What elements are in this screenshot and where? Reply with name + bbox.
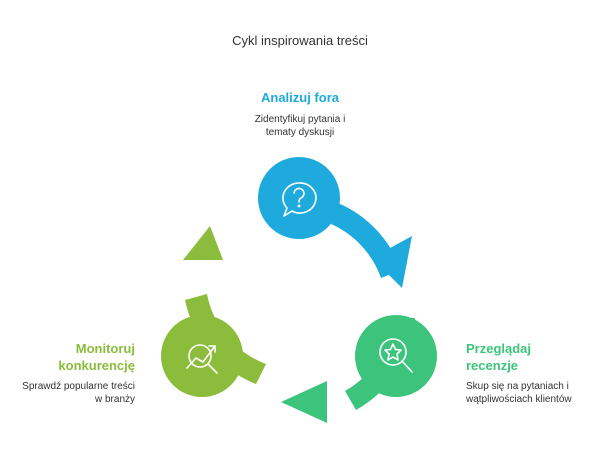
- question-speech-bubble-icon: [282, 182, 317, 217]
- step-desc-analyze-forums: Zidentyfikuj pytania i tematy dyskusji: [200, 113, 400, 139]
- desc-line: Skup się na pytaniach i: [466, 381, 569, 392]
- step-title-review-reviews: Przeglądaj recenzje: [466, 340, 596, 374]
- desc-line: w branży: [94, 394, 135, 405]
- desc-line: wątpliwościach klientów: [466, 394, 572, 405]
- node-monitor-competition: [161, 315, 243, 397]
- desc-line: tematy dyskusji: [265, 127, 335, 138]
- star-magnifier-icon: [379, 338, 413, 373]
- desc-line: Sprawdź popularne treści: [22, 381, 135, 392]
- node-analyze-forums: [258, 157, 340, 239]
- node-review-reviews: [355, 315, 437, 397]
- title-line: Monitoruj: [75, 341, 135, 356]
- arrowhead-to-olive: [281, 381, 327, 423]
- step-title-analyze-forums: Analizuj fora: [260, 90, 339, 105]
- diagram-title: Cykl inspirowania treści: [232, 33, 368, 48]
- step-desc-monitor-competition: Sprawdź popularne treści w branży: [0, 380, 135, 406]
- step-desc-review-reviews: Skup się na pytaniach i wątpliwościach k…: [466, 380, 598, 406]
- step-title-monitor-competition: Monitoruj konkurencję: [0, 340, 135, 374]
- title-line: konkurencję: [58, 358, 135, 373]
- title-line: recenzje: [466, 358, 519, 373]
- arrowhead-to-green: [372, 236, 412, 288]
- desc-line: Zidentyfikuj pytania i: [254, 114, 346, 125]
- title-line: Przeglądaj: [466, 341, 532, 356]
- arrowhead-to-blue: [183, 226, 223, 260]
- trend-magnifier-icon: [186, 344, 218, 374]
